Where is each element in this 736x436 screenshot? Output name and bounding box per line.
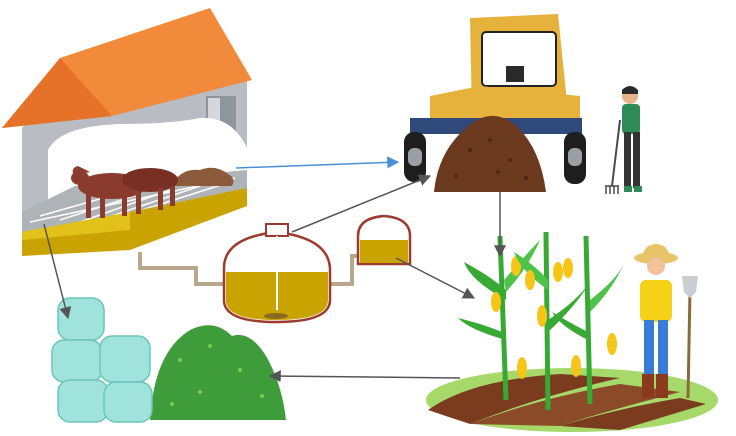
pipe-barn-to-digester [138,252,232,286]
compost-tractor-node [404,14,586,192]
corn-plant-icon [458,235,540,401]
arrow-tank-to-field [395,257,476,299]
farmer-with-shovel-icon [634,244,698,399]
cattle-icon [71,153,178,218]
manure-pile [434,115,546,192]
barn-node [2,8,252,256]
barn-roof-front [2,58,112,128]
corn-plant-icon [552,235,624,405]
farmer-with-pitchfork-icon [605,86,642,194]
arrow-barn-to-compost [235,156,400,169]
forage-pile [150,325,286,420]
arrow-digester-to-compost [291,174,432,233]
field-soil-rows [428,374,620,424]
corn-field-node [426,231,718,432]
barn-slurry-pit [22,188,247,256]
silage-node [51,297,286,423]
arrow-field-to-silage [268,370,461,383]
arrow-barn-to-silage [43,223,72,320]
silage-bale-icon [51,297,153,423]
biogas-digester-node [138,214,412,324]
barn-hay [172,167,234,186]
